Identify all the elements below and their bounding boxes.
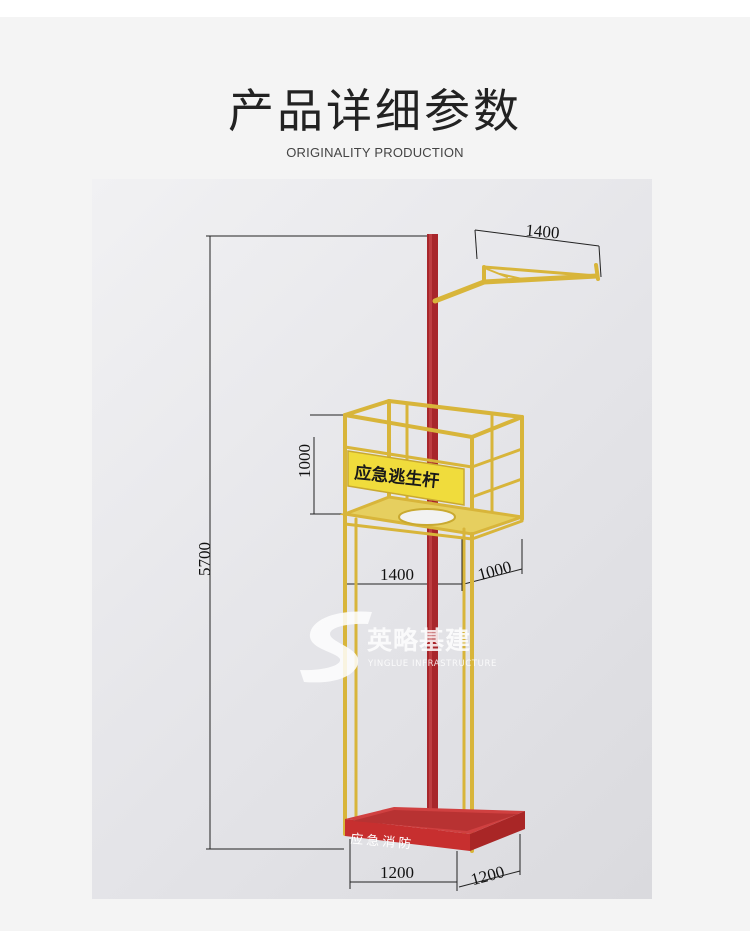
sign-board (347, 450, 465, 506)
page-subtitle: ORIGINALITY PRODUCTION (286, 145, 464, 160)
dim-cage-depth: 1000 (476, 557, 514, 584)
base-tray (345, 807, 525, 851)
dim-total-height: 5700 (195, 542, 214, 576)
dim-base-depth: 1200 (469, 862, 507, 889)
drawing-svg: 应急逃生杆 应急消防 5700 1000 1400 1400 1000 1200… (195, 221, 602, 891)
watermark: 英略基建 YINGLUE INFRASTRUCTURE (300, 611, 497, 683)
watermark-logo-icon (300, 611, 372, 683)
dim-cage-height: 1000 (295, 444, 314, 478)
pole (427, 234, 438, 846)
page-title: 产品详细参数 (228, 84, 522, 138)
top-arm (432, 263, 600, 304)
dim-base-width: 1200 (380, 863, 414, 882)
watermark-tagline: YINGLUE INFRASTRUCTURE (367, 659, 497, 669)
dimension-lines (206, 229, 602, 891)
product-drawing: 应急逃生杆 应急消防 5700 1000 1400 1400 1000 1200… (92, 179, 652, 899)
product-detail-page: 产品详细参数 ORIGINALITY PRODUCTION (0, 17, 750, 931)
base-label: 应急消防 (350, 831, 415, 853)
dim-arm-length: 1400 (525, 221, 561, 243)
watermark-brand: 英略基建 (367, 626, 471, 655)
dim-cage-width: 1400 (380, 565, 414, 584)
